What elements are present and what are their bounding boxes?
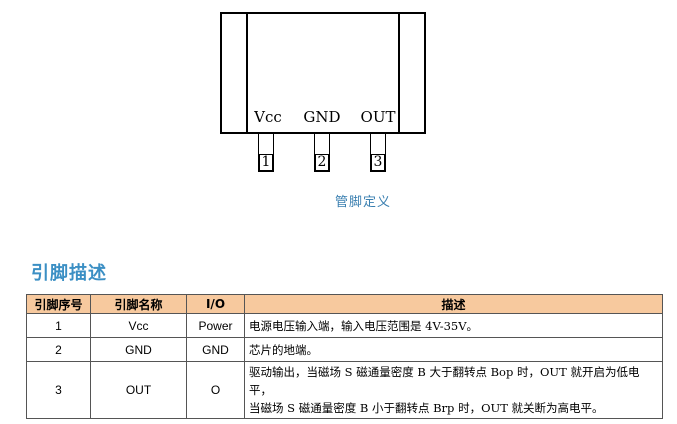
pin-number-3: 3 [371,154,385,171]
cell-io: O [186,361,245,419]
cell-pin-name: GND [90,337,187,362]
pin-name-gnd: GND [303,108,341,126]
description-line: 芯片的地端。 [249,342,318,357]
pin-number-2: 2 [315,154,329,171]
table-row: 3 OUT O 驱动输出，当磁场 S 磁通量密度 B 大于翻转点 Bop 时，O… [26,361,663,419]
pin-name-vcc: Vcc [254,108,282,126]
table-row: 2 GND GND 芯片的地端。 [26,337,663,362]
cell-pin-index: 3 [26,361,91,419]
cell-io: GND [186,337,245,362]
cell-description: 芯片的地端。 [244,337,663,362]
header-io: I/O [186,294,245,314]
section-title: 引脚描述 [31,263,107,284]
package-body [220,12,426,134]
package-left-edge [222,14,248,132]
cell-description: 驱动输出，当磁场 S 磁通量密度 B 大于翻转点 Bop 时，OUT 就开启为低… [244,361,663,419]
pin-number-1: 1 [259,154,273,171]
pin-leg-3 [370,134,386,172]
table-row: 1 Vcc Power 电源电压输入端，输入电压范围是 4V-35V。 [26,313,663,338]
header-pin-name: 引脚名称 [90,294,187,314]
pin-description-table: 引脚序号 引脚名称 I/O 描述 1 Vcc Power 电源电压输入端，输入电… [26,294,663,419]
description-line: 电源电压输入端，输入电压范围是 4V-35V。 [249,318,479,333]
cell-io: Power [186,313,245,338]
pin-name-out: OUT [360,108,396,126]
cell-pin-index: 2 [26,337,91,362]
cell-pin-index: 1 [26,313,91,338]
pin-leg-1 [258,134,274,172]
description-line: 当磁场 S 磁通量密度 B 小于翻转点 Brp 时，OUT 就关断为高电平。 [249,401,604,415]
cell-pin-name: Vcc [90,313,187,338]
cell-description: 电源电压输入端，输入电压范围是 4V-35V。 [244,313,663,338]
diagram-caption: 管脚定义 [335,195,392,210]
header-description: 描述 [244,294,663,314]
header-pin-index: 引脚序号 [26,294,91,314]
package-right-edge [398,14,424,132]
pin-leg-2 [314,134,330,172]
table-header-row: 引脚序号 引脚名称 I/O 描述 [26,294,663,314]
cell-pin-name: OUT [90,361,187,419]
description-line: 驱动输出，当磁场 S 磁通量密度 B 大于翻转点 Bop 时，OUT 就开启为低… [249,365,640,397]
